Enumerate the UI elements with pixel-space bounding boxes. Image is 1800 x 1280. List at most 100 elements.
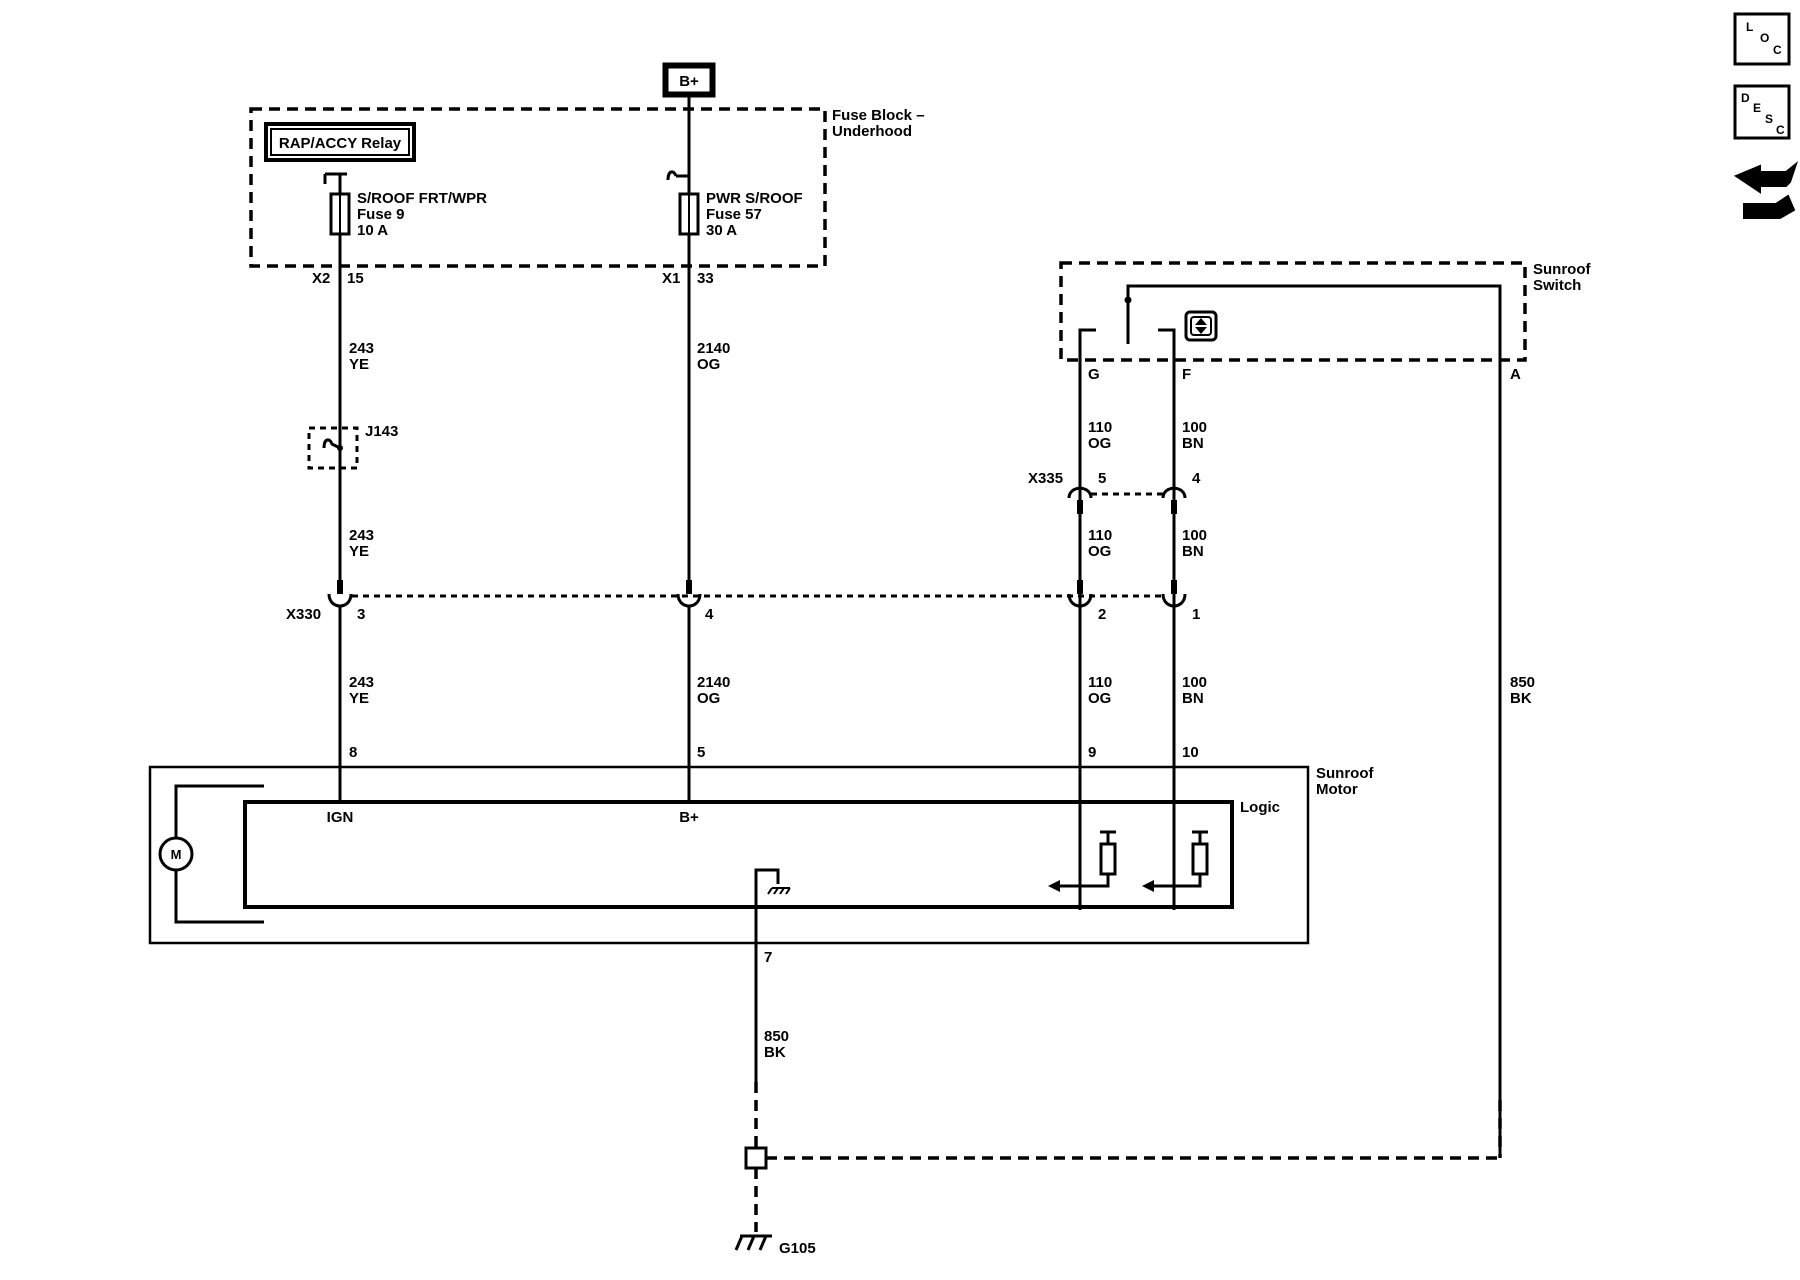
input-f-arrow [1142,880,1154,892]
wire-110-circuit-3: 110 [1088,674,1112,691]
wire-100-circuit-3: 100 [1182,674,1207,691]
description-letter-e: E [1753,101,1761,115]
fuse57-pin: 33 [697,270,714,287]
switch-contact-g [1078,328,1096,360]
fuse9-number: Fuse 9 [357,206,405,223]
fuse57-tap [666,170,689,181]
switch-updown-icon-inner [1190,316,1212,336]
relay-label: RAP/ACCY Relay [279,135,402,152]
pullup-g-top [1100,830,1116,844]
wire-850-circuit-1: 850 [1510,674,1535,691]
fuse-block-title-1: Fuse Block – [832,107,925,124]
sunroof-motor-title-2: Motor [1316,781,1358,798]
wire-110-circuit-2: 110 [1088,527,1112,544]
connector-x330-pin-4: 4 [705,606,714,623]
connector-x330-label: X330 [286,606,321,623]
description-button-frame [1733,84,1791,140]
switch-pin-g: G [1088,366,1100,383]
x335-terminal-f [1161,486,1187,499]
fuse9-rating: 10 A [357,222,388,239]
wire-243-color-2: YE [349,543,369,560]
wire-243-circuit-1: 243 [349,340,374,357]
wire-243-color-3: YE [349,690,369,707]
logic-ground-icon [767,887,791,895]
input-g-arrow [1048,880,1060,892]
connector-x335-pin-5: 5 [1098,470,1106,487]
hand-arrow-icon [1733,161,1799,194]
chassis-ground-icon [734,1234,772,1251]
location-letter-o: O [1760,31,1769,45]
sunroof-switch-title-1: Sunroof [1533,261,1591,278]
wrench-icon [1743,194,1796,219]
description-letter-c: C [1776,123,1785,137]
sunroof-motor-outline [148,765,1310,945]
x330-terminal-3 [327,593,353,608]
fuse9-pin: 15 [347,270,364,287]
logic-bplus-label: B+ [679,809,699,826]
motor-pin-ign: 8 [349,744,357,761]
logic-block [243,800,1234,909]
wire-2140-circuit-2: 2140 [697,674,730,691]
fuse57-name: PWR S/ROOF [706,190,803,207]
relay-box-inner [270,128,410,156]
motor-label: M [171,847,182,862]
wire-2140-color-1: OG [697,356,720,373]
wire-110-color-1: OG [1088,435,1111,452]
wire-850-color-1: BK [1510,690,1532,707]
switch-contact-f [1158,328,1176,360]
x330-terminal-2 [1067,593,1093,608]
battery-box-inner [665,65,713,95]
motor-icon [158,836,194,872]
logic-ground-wire [754,868,780,950]
wire-110-circuit-1: 110 [1088,419,1112,436]
switch-common-wire [1126,284,1502,1158]
fuse9-name: S/ROOF FRT/WPR [357,190,487,207]
connector-x335-label: X335 [1028,470,1063,487]
battery-label: B+ [679,73,699,90]
pullup-f-resistor [1191,842,1209,876]
location-button[interactable]: L O C [1733,12,1791,66]
wire-2140-color-2: OG [697,690,720,707]
repair-icon-gap [1766,194,1776,200]
wire-100-color-1: BN [1182,435,1204,452]
wire-110-color-2: OG [1088,543,1111,560]
connector-x330-pin-3: 3 [357,606,365,623]
x335-terminal-g [1067,486,1093,499]
input-f-wire [1152,802,1176,888]
connector-repair-button[interactable] [1733,161,1799,219]
splice-j143-outline [307,426,359,470]
motor-pin-bat: 5 [697,744,705,761]
sunroof-switch-outline [1059,261,1527,362]
pullup-g-bottom [1106,874,1110,888]
wire-243-circuit-3: 243 [349,674,374,691]
wire-100-color-2: BN [1182,543,1204,560]
motor-pin-gnd: 7 [764,949,772,966]
wire-100-circuit-1: 100 [1182,419,1207,436]
fuse9-connector: X2 [312,270,330,287]
ground-splice-box [744,1146,768,1170]
splice-j143-symbol [322,438,341,450]
motor-pin-g: 9 [1088,744,1096,761]
wire-110-color-3: OG [1088,690,1111,707]
pullup-f-top [1192,830,1208,844]
fuse57-number: Fuse 57 [706,206,762,223]
description-letter-d: D [1741,91,1750,105]
connector-x330-pin-1: 1 [1192,606,1200,623]
input-g-wire [1058,802,1082,888]
wire-100-circuit-2: 100 [1182,527,1207,544]
wire-243-color-1: YE [349,356,369,373]
splice-j143-node [337,445,343,451]
pullup-g-resistor [1099,842,1117,876]
ground-label: G105 [779,1240,816,1257]
motor-pin-f: 10 [1182,744,1199,761]
switch-arrows-icon [1195,318,1207,334]
x330-terminal-1 [1161,593,1187,608]
connector-x330-pin-2: 2 [1098,606,1106,623]
wire-850-circuit-2: 850 [764,1028,789,1045]
wire-243-circuit-2: 243 [349,527,374,544]
description-button[interactable]: D E S C [1733,84,1791,140]
pullup-f-join [1174,874,1202,888]
fuse-block-outline [249,107,827,268]
wire-100-color-3: BN [1182,690,1204,707]
